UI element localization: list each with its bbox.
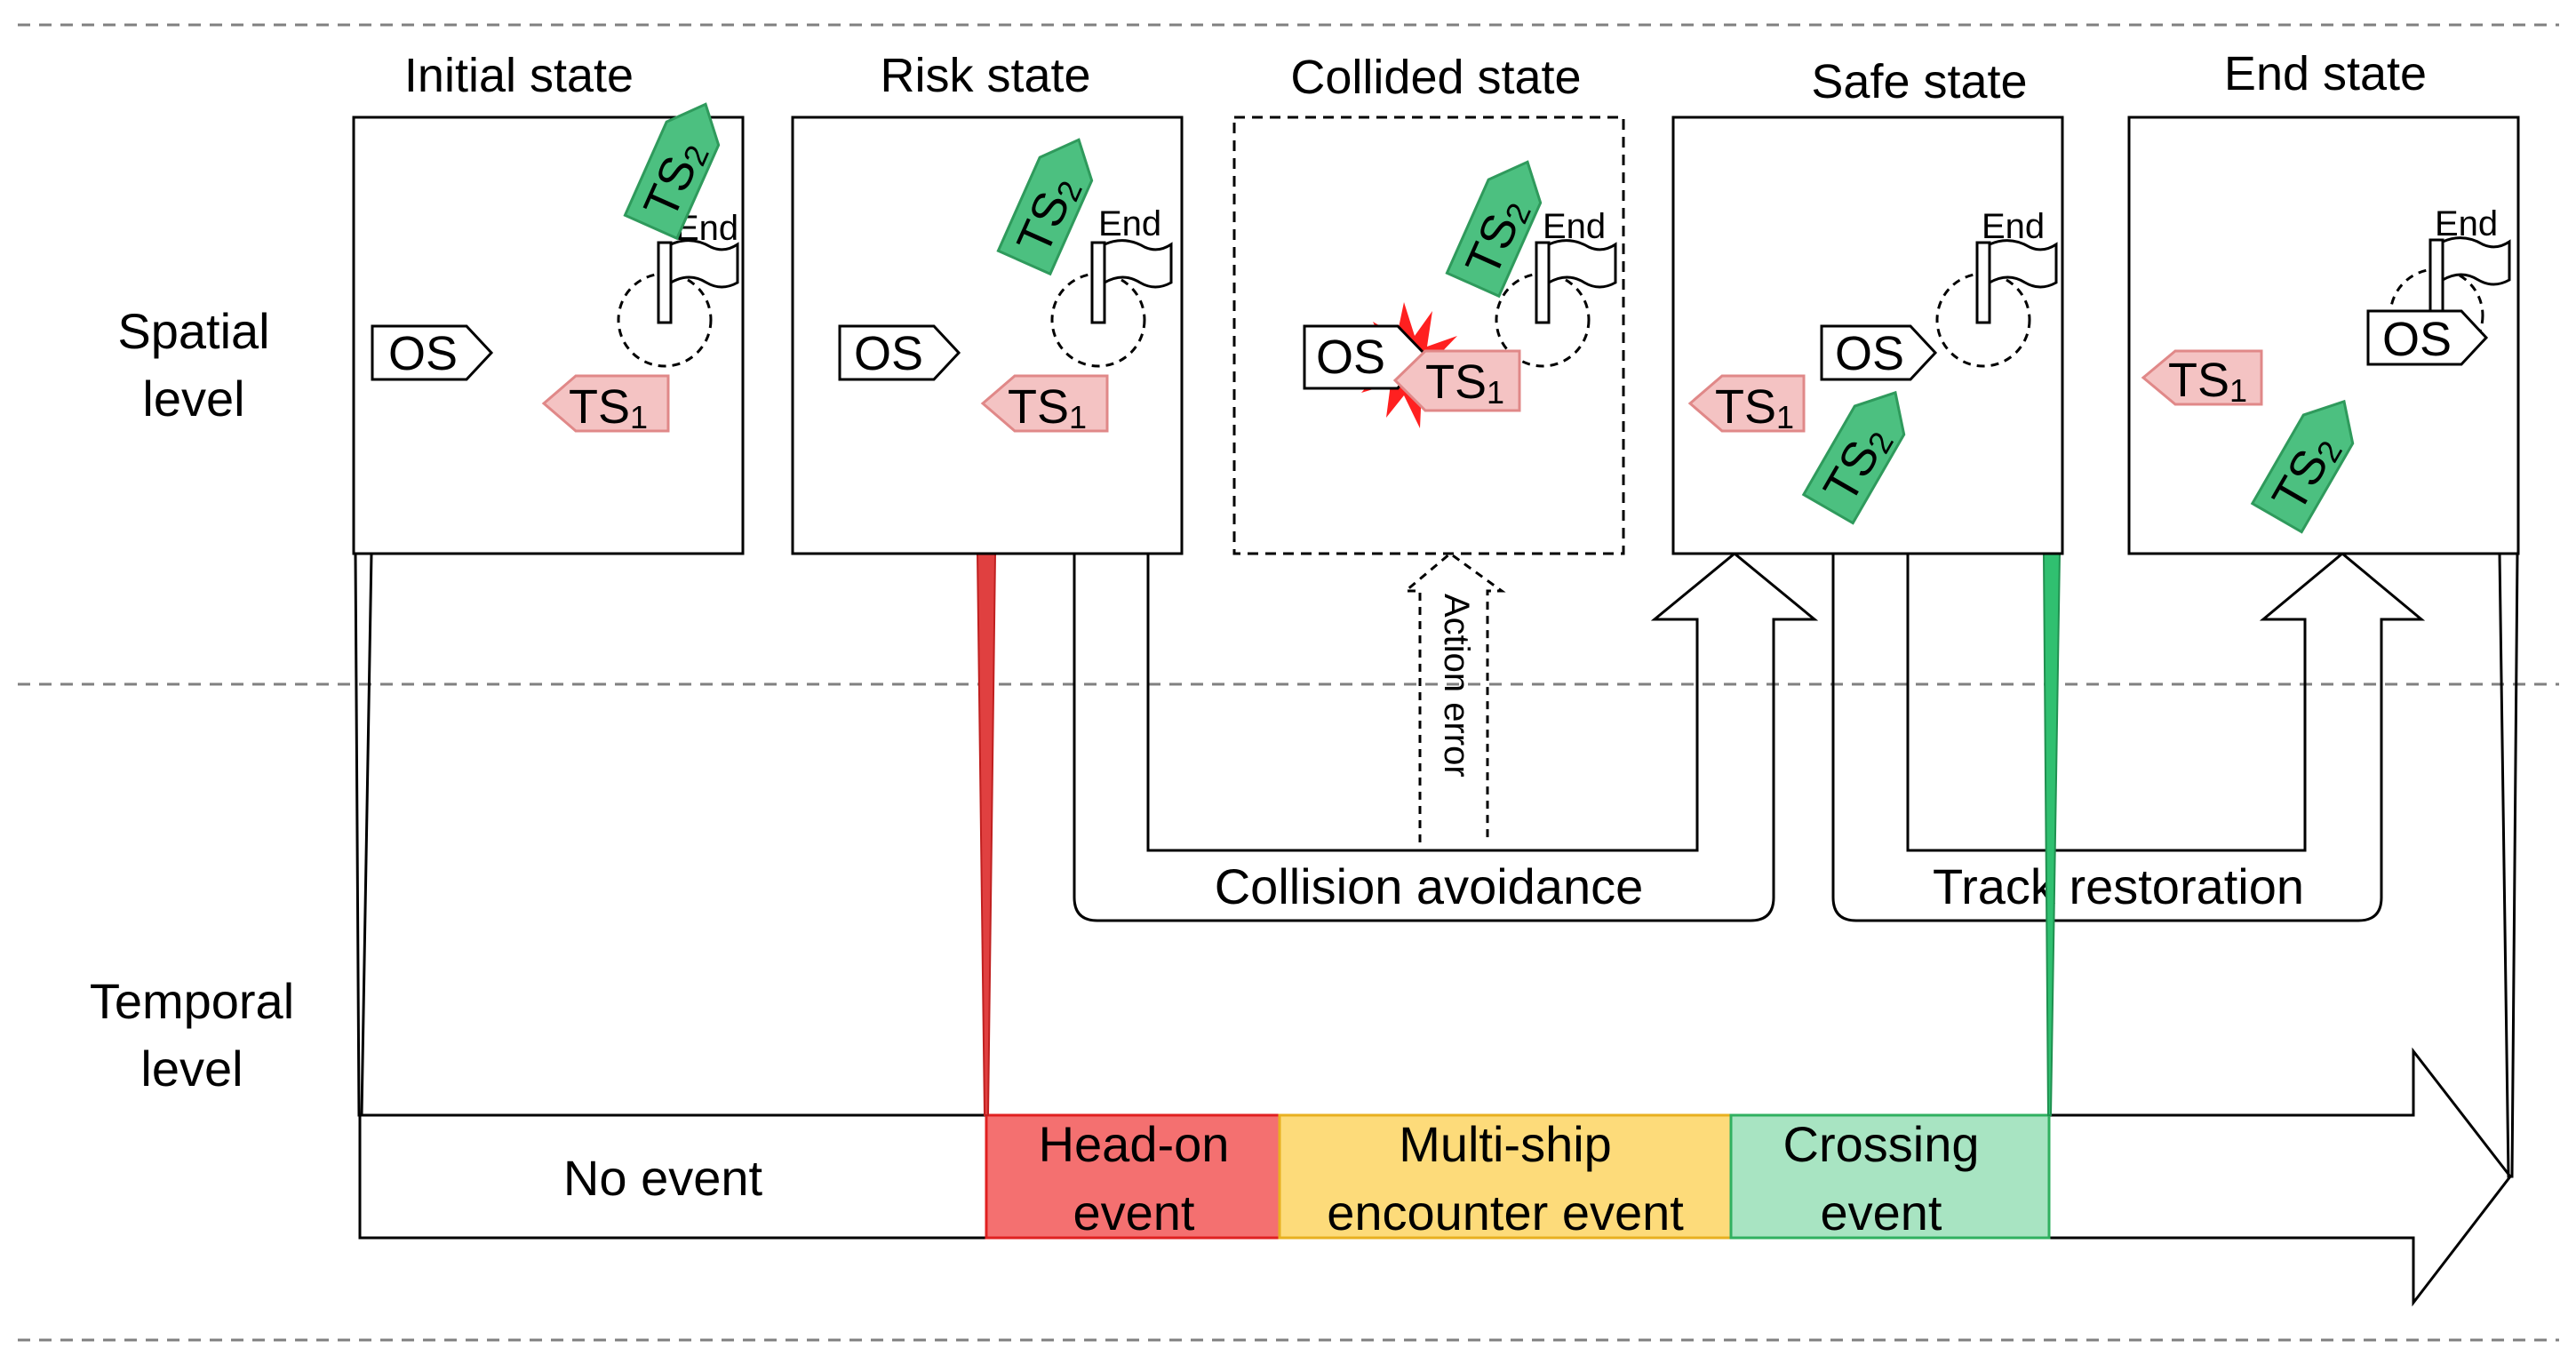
spatial-level-label-1: Spatial	[117, 303, 269, 359]
crossing-event-block	[1729, 1113, 2051, 1240]
headon-event-label-2: event	[1073, 1185, 1195, 1240]
svg-text:End: End	[1543, 207, 1606, 246]
svg-text:OS: OS	[854, 327, 923, 380]
svg-text:OS: OS	[2382, 313, 2452, 366]
state-title-end: End state	[2224, 47, 2427, 100]
initial-os-ship: OS	[371, 324, 494, 381]
collision-avoidance-label: Collision avoidance	[1215, 858, 1644, 914]
collided-end-flag: End	[1495, 207, 1617, 368]
collided-state-box	[1232, 116, 1625, 555]
state-title-safe: Safe state	[1811, 55, 2027, 108]
svg-text:OS: OS	[1316, 331, 1385, 384]
svg-text:End: End	[2435, 204, 2498, 243]
svg-text:TS1: TS1	[1008, 380, 1087, 435]
no-event-label: No event	[563, 1150, 763, 1206]
crossing-event-label-1: Crossing	[1783, 1116, 1980, 1172]
risk-os-ship: OS	[838, 324, 961, 381]
svg-text:TS1: TS1	[2168, 354, 2247, 409]
svg-text:TS1: TS1	[1425, 355, 1504, 411]
temporal-level-label-1: Temporal	[90, 973, 294, 1029]
initial-connector	[354, 552, 373, 1117]
end-os-ship: OS	[2366, 309, 2489, 366]
spatial-level-label-2: level	[142, 371, 244, 427]
collided-os-ship: OS	[1303, 324, 1425, 390]
headon-connector	[976, 553, 997, 1116]
crossing-event-label-2: event	[1821, 1185, 1942, 1240]
initial-ts1-ship: TS1	[541, 374, 670, 435]
initial-end-flag: End	[617, 209, 739, 368]
risk-ts1-ship: TS1	[980, 374, 1109, 435]
temporal-level-label-2: level	[140, 1041, 243, 1097]
crossing-connector	[2042, 553, 2062, 1116]
track-restoration-label: Track restoration	[1933, 858, 2304, 914]
svg-text:OS: OS	[1835, 327, 1904, 380]
svg-text:OS: OS	[388, 327, 458, 380]
end-connector	[2498, 552, 2519, 1178]
safe-os-ship: OS	[1820, 324, 1938, 381]
state-title-risk: Risk state	[880, 49, 1090, 102]
headon-event-block	[985, 1113, 1281, 1240]
safe-ts1-ship: TS1	[1687, 374, 1806, 435]
risk-end-flag: End	[1050, 204, 1173, 368]
svg-text:TS1: TS1	[569, 380, 648, 435]
state-title-initial: Initial state	[404, 49, 634, 102]
state-title-collided: Collided state	[1290, 51, 1581, 104]
action-error-label: Action error	[1437, 594, 1476, 778]
collided-ts1-ship: TS1	[1392, 349, 1521, 412]
svg-text:End: End	[1982, 207, 2045, 246]
safe-end-flag: End	[1935, 207, 2058, 368]
end-ts1-ship: TS1	[2141, 349, 2263, 409]
action-error-arrow	[1401, 552, 1506, 842]
multiship-event-label-1: Multi-ship	[1399, 1116, 1612, 1172]
svg-text:TS1: TS1	[1715, 380, 1794, 435]
svg-text:End: End	[1098, 204, 1161, 243]
multiship-event-label-2: encounter event	[1327, 1185, 1684, 1240]
headon-event-label-1: Head-on	[1039, 1116, 1230, 1172]
